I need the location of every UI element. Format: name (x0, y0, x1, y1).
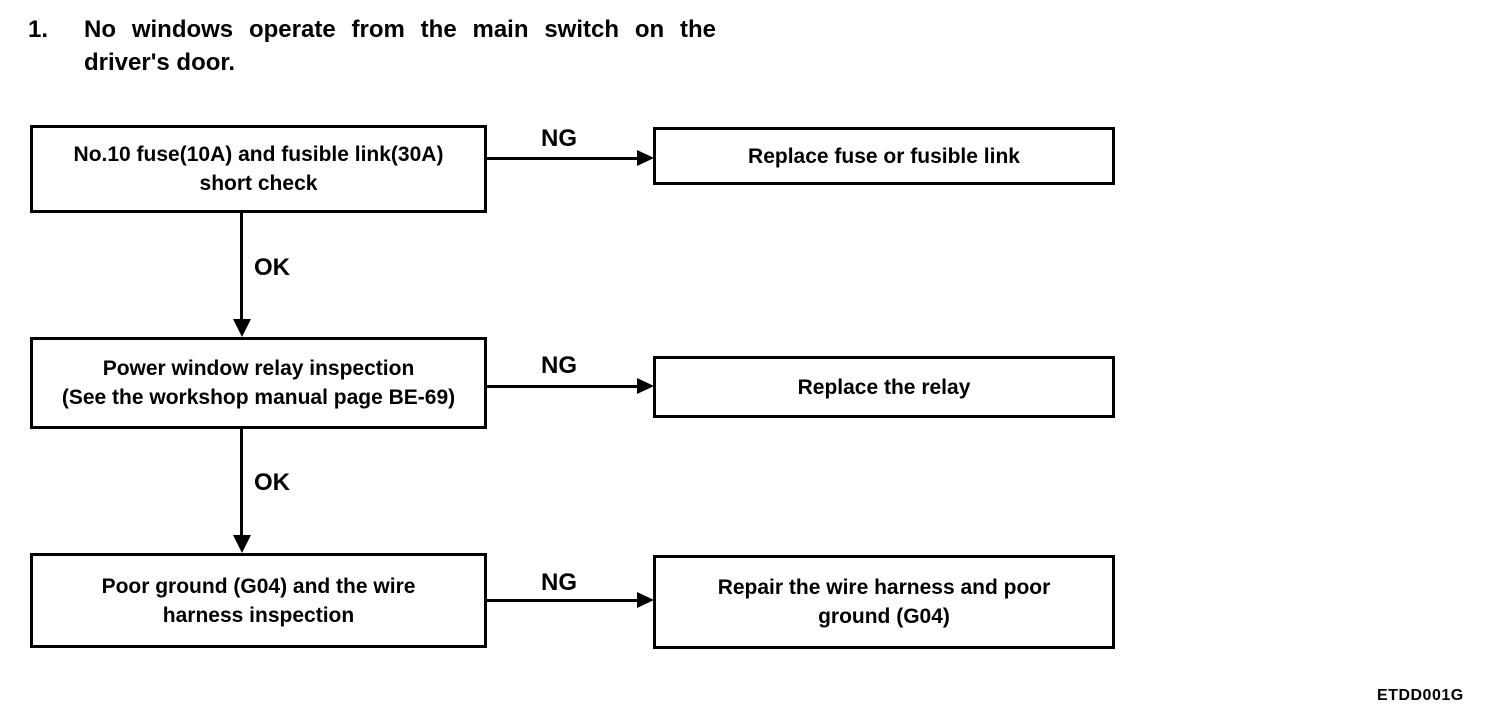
arrowhead-down-icon (233, 319, 251, 337)
page-title-line2: driver's door. (84, 49, 236, 76)
arrowhead-right-icon (637, 150, 654, 166)
ng-arrow-2-line (487, 385, 639, 388)
ok-label-1: OK (254, 254, 290, 281)
title-number: 1. (28, 16, 49, 43)
action-box-3-line2: ground (G04) (818, 605, 950, 628)
arrowhead-right-icon (637, 378, 654, 394)
check-box-2: Power window relay inspection (See the w… (30, 337, 487, 429)
action-box-2-line1: Replace the relay (797, 375, 971, 399)
action-box-3: Repair the wire harness and poor ground … (653, 555, 1115, 649)
ok-label-2: OK (254, 469, 290, 496)
check-box-3-line1: Poor ground (G04) and the wire (101, 574, 416, 598)
check-box-1-line1: No.10 fuse(10A) and fusible link(30A) (73, 143, 444, 166)
ok-arrow-2-line (240, 429, 243, 536)
action-box-1: Replace fuse or fusible link (653, 127, 1115, 185)
ng-label-3: NG (541, 569, 577, 596)
ng-arrow-3-line (487, 599, 639, 602)
action-box-1-line1: Replace fuse or fusible link (748, 144, 1020, 168)
ng-label-2: NG (541, 352, 577, 379)
action-box-2: Replace the relay (653, 356, 1115, 418)
check-box-3-line2: harness inspection (162, 603, 355, 627)
arrowhead-right-icon (637, 592, 654, 608)
check-box-3: Poor ground (G04) and the wire harness i… (30, 553, 487, 648)
figure-code: ETDD001G (1377, 687, 1464, 704)
action-box-3-line1: Repair the wire harness and poor (717, 576, 1051, 599)
page-title: No windows operate from the main switch … (84, 13, 716, 79)
check-box-2-line1: Power window relay inspection (102, 357, 415, 380)
ok-arrow-1-line (240, 213, 243, 320)
check-box-1-line2: short check (199, 172, 318, 195)
ng-arrow-1-line (487, 157, 639, 160)
ng-label-1: NG (541, 125, 577, 152)
page-title-line1: No windows operate from the main switch … (84, 16, 716, 43)
arrowhead-down-icon (233, 535, 251, 553)
check-box-1: No.10 fuse(10A) and fusible link(30A) sh… (30, 125, 487, 213)
check-box-2-line2: (See the workshop manual page BE-69) (61, 386, 456, 409)
